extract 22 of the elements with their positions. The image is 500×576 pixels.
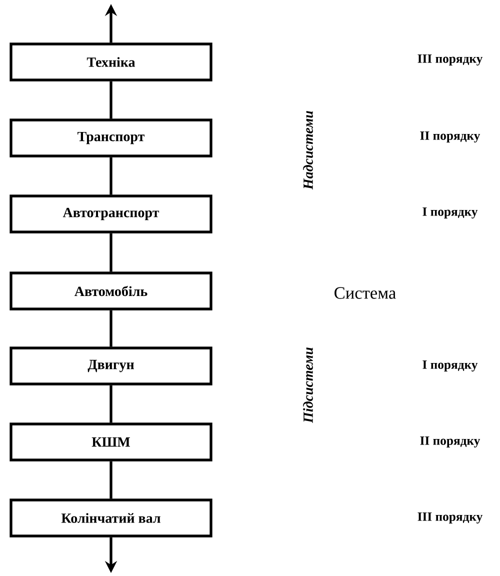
order-label: I порядку bbox=[422, 360, 478, 372]
process-box: Автомобіль bbox=[10, 272, 212, 310]
order-label: II порядку bbox=[420, 436, 480, 448]
system-label: Система bbox=[334, 287, 396, 299]
order-label: II порядку bbox=[420, 132, 480, 143]
process-box: КШМ bbox=[10, 422, 212, 462]
process-box: Транспорт bbox=[10, 118, 212, 158]
connector-line bbox=[110, 310, 112, 347]
process-box: Техніка bbox=[10, 42, 212, 82]
order-label: III порядку bbox=[418, 54, 483, 66]
group-label: Надсистеми bbox=[303, 110, 313, 190]
order-label: I порядку bbox=[422, 207, 478, 219]
connector-line bbox=[110, 157, 112, 195]
process-box: Колінчатий вал bbox=[10, 498, 212, 538]
connector-line bbox=[110, 461, 112, 499]
connector-line bbox=[110, 81, 112, 119]
process-box: Автотранспорт bbox=[10, 194, 212, 234]
group-label: Підсистеми bbox=[303, 348, 313, 424]
order-label: III порядку bbox=[418, 512, 483, 524]
process-box: Двигун bbox=[10, 346, 212, 386]
connector-line bbox=[110, 385, 112, 423]
connector-line bbox=[110, 233, 112, 272]
